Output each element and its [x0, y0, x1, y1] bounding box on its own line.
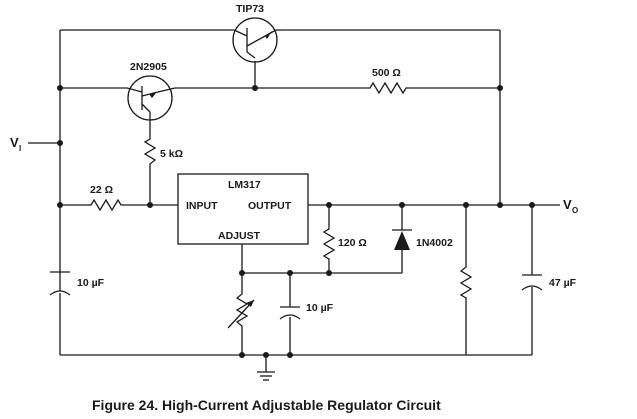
ic-input-label: INPUT	[186, 200, 218, 212]
c10-left-capacitor-icon	[49, 271, 71, 296]
r5k-resistor-icon	[143, 135, 157, 168]
c10-left-label: 10 µF	[77, 277, 105, 289]
tip73-transistor-icon	[232, 17, 282, 63]
c47-label: 47 µF	[549, 277, 577, 289]
q2n2905-label: 2N2905	[130, 61, 167, 73]
tip73-label: TIP73	[236, 3, 264, 15]
d1n4002-label: 1N4002	[416, 237, 453, 249]
ic-adjust-label: ADJUST	[218, 230, 261, 242]
r22-resistor-icon	[87, 198, 123, 212]
svg-text:I: I	[19, 144, 21, 153]
lm317-ic	[177, 173, 309, 245]
ic-output-label: OUTPUT	[248, 200, 292, 212]
r120-resistor-icon	[322, 225, 336, 262]
vout-terminal-label: V O	[563, 197, 578, 215]
c47-capacitor-icon	[521, 274, 543, 291]
wires	[28, 29, 560, 372]
c10-mid-capacitor-icon	[279, 306, 301, 320]
svg-text:V: V	[563, 197, 572, 212]
svg-text:V: V	[10, 135, 19, 150]
vin-terminal-label: V I	[10, 135, 21, 153]
ground-icon	[257, 371, 275, 381]
ic-name: LM317	[228, 179, 261, 191]
svg-text:O: O	[572, 206, 578, 215]
load-resistor-icon	[459, 263, 473, 300]
r22-label: 22 Ω	[90, 184, 113, 196]
r500-label: 500 Ω	[372, 67, 401, 79]
r500-resistor-icon	[365, 81, 408, 95]
q2n2905-transistor-icon	[126, 75, 176, 121]
variable-resistor-icon	[227, 290, 255, 334]
figure-caption: Figure 24. High-Current Adjustable Regul…	[92, 397, 441, 413]
d1n4002-diode-icon	[392, 229, 412, 250]
r5k-label: 5 kΩ	[160, 148, 183, 160]
junction-dots	[57, 85, 535, 358]
r120-label: 120 Ω	[338, 237, 367, 249]
c10-mid-label: 10 µF	[306, 302, 334, 314]
